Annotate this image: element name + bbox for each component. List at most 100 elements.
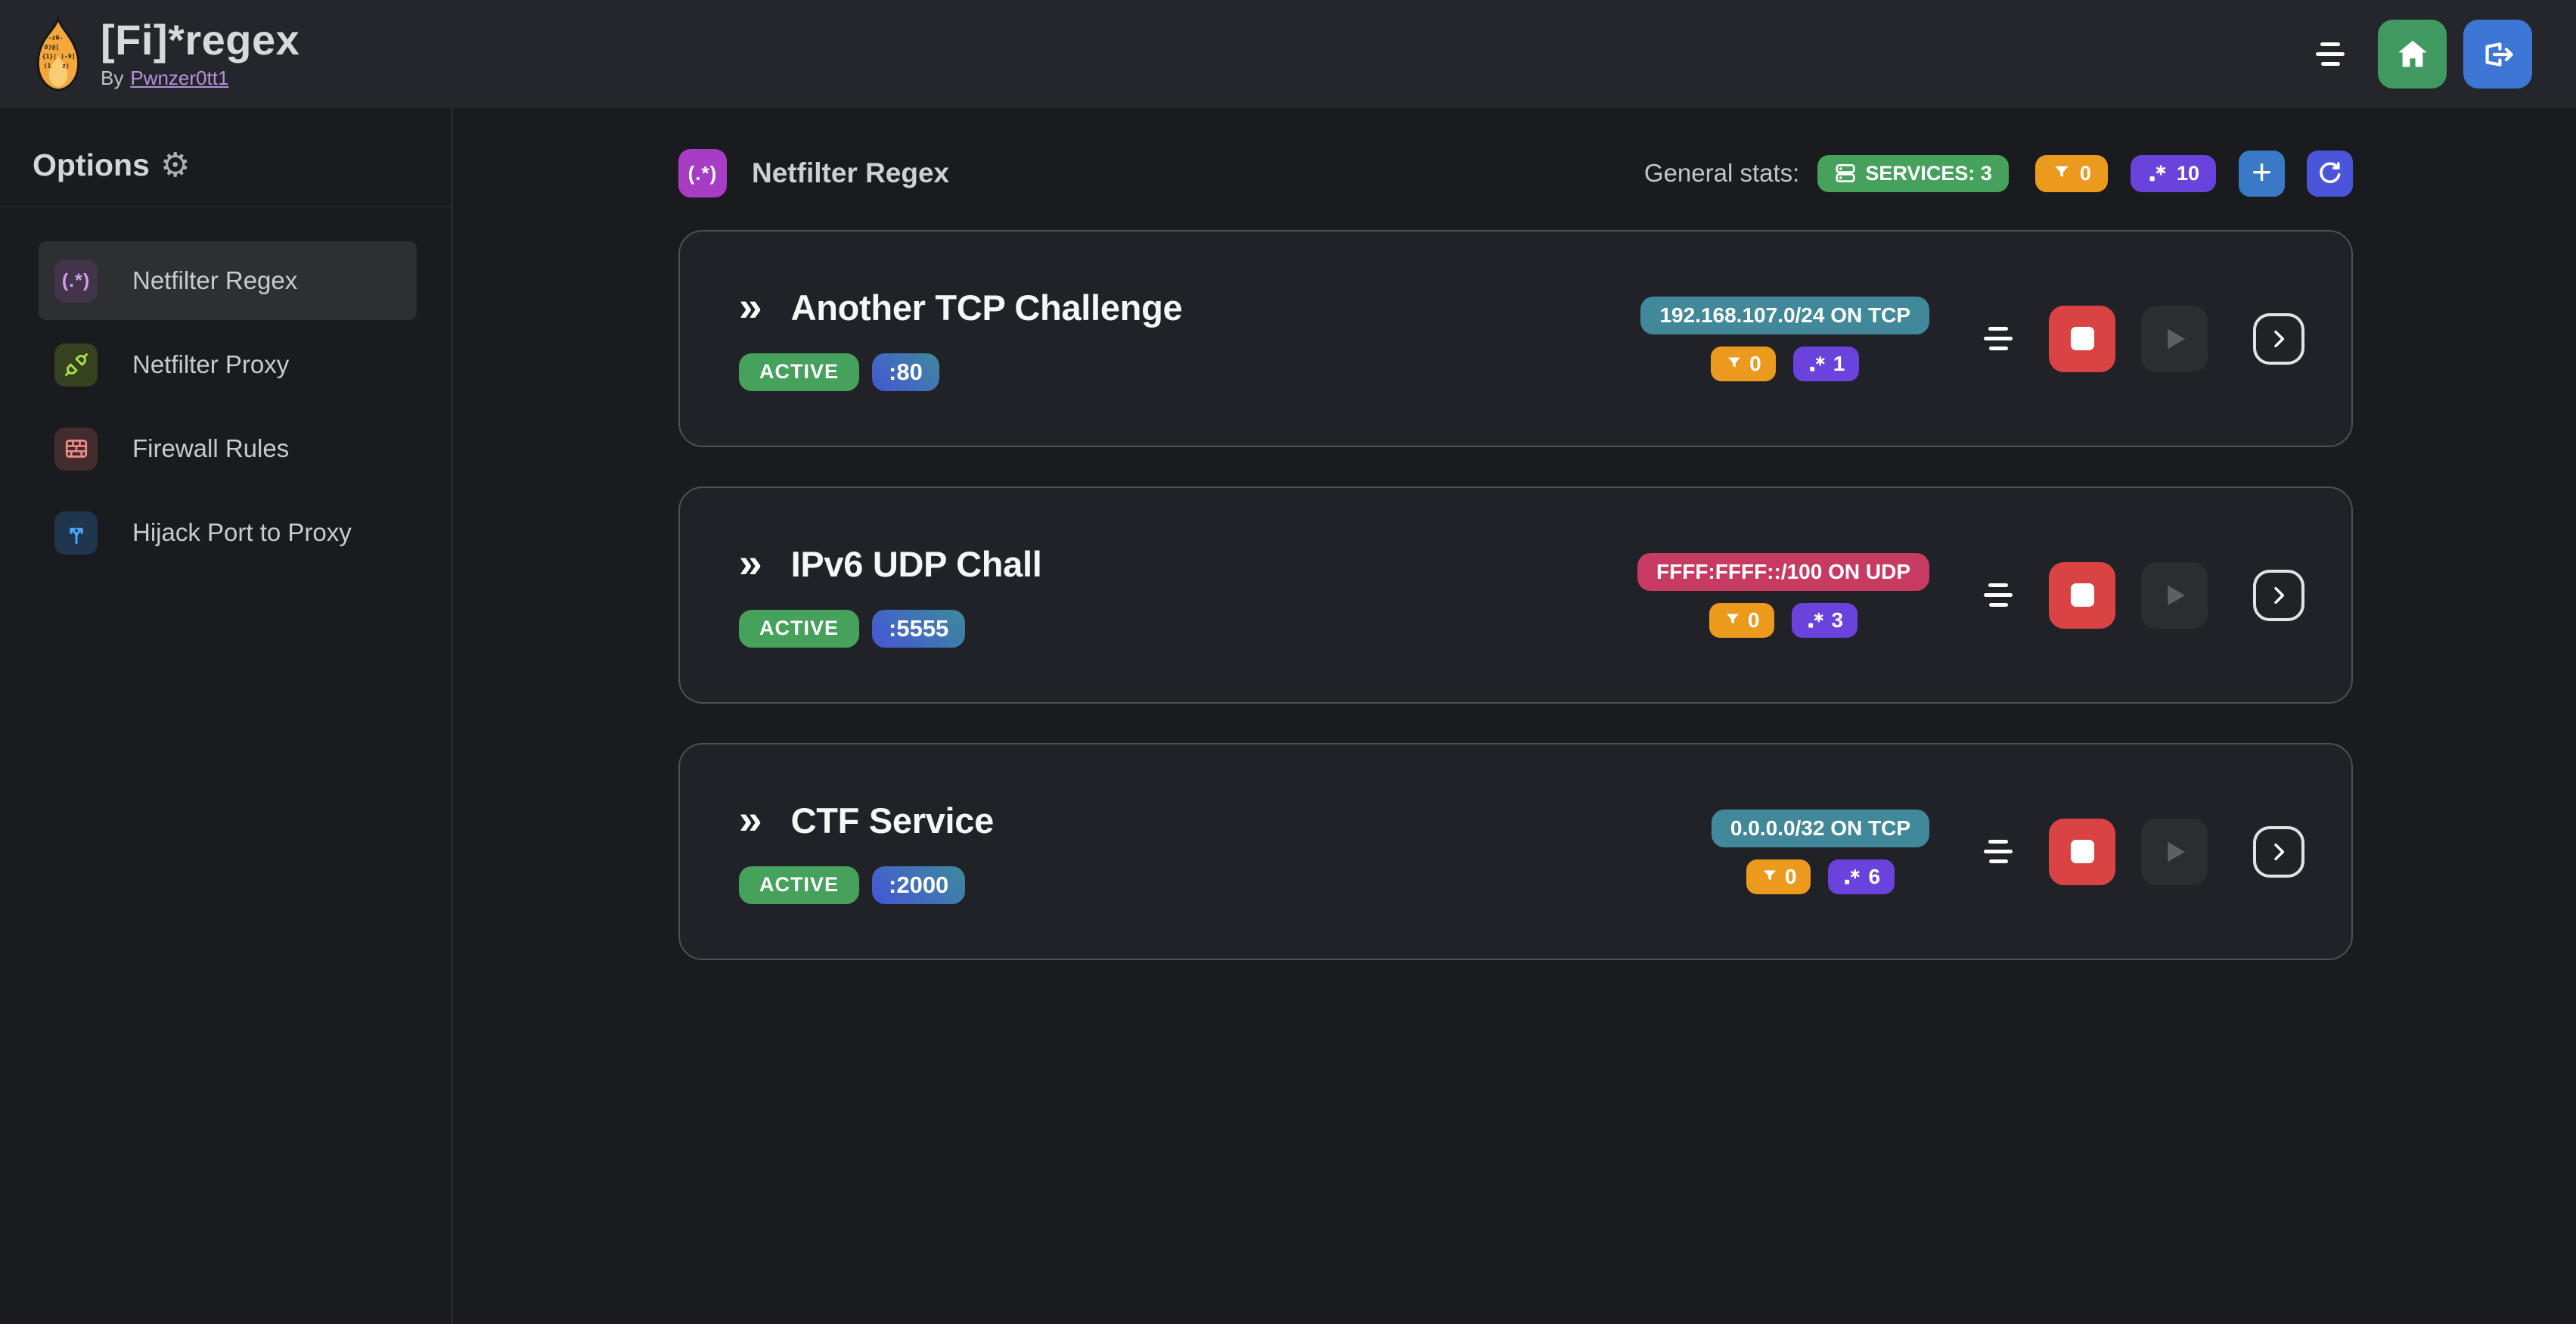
section-title: Netfilter Regex bbox=[752, 157, 950, 188]
sidebar-item-firewall-rules[interactable]: Firewall Rules bbox=[39, 409, 417, 488]
chevron-right-icon bbox=[2274, 330, 2285, 347]
service-name: CTF Service bbox=[790, 800, 995, 841]
service-details-button[interactable] bbox=[2253, 825, 2304, 878]
play-button[interactable] bbox=[2141, 561, 2208, 629]
sidebar-item-netfilter-regex[interactable]: (.*) Netfilter Regex bbox=[39, 241, 417, 320]
regex-glyph-icon bbox=[1808, 612, 1823, 628]
filtered-count-badge: 0 bbox=[2034, 154, 2108, 192]
filter-icon bbox=[1728, 357, 1741, 367]
filter-icon bbox=[2055, 166, 2069, 177]
author-link[interactable]: Pwnzer0tt1 bbox=[130, 67, 229, 90]
home-button[interactable] bbox=[2378, 20, 2447, 89]
status-badge: ACTIVE bbox=[739, 353, 860, 391]
byline: By Pwnzer0tt1 bbox=[101, 67, 299, 90]
stop-icon bbox=[2070, 327, 2094, 350]
refresh-icon bbox=[2319, 162, 2340, 184]
svg-text:(1: (1 bbox=[44, 61, 51, 69]
app-header: -z0- 0)@[ {1}| )-9] (1 z) [Fi]*regex By P… bbox=[0, 0, 2576, 108]
port-badge: :80 bbox=[872, 353, 939, 391]
regex-count-badge: 6 bbox=[1828, 859, 1895, 894]
home-icon bbox=[2398, 40, 2427, 67]
service-list: » Another TCP Challenge ACTIVE :80 192.1… bbox=[678, 230, 2353, 960]
service-name: IPv6 UDP Chall bbox=[790, 543, 1042, 584]
filtered-count-badge: 0 bbox=[1711, 346, 1776, 381]
firegex-flame-logo: -z0- 0)@[ {1}| )-9] (1 z) bbox=[36, 15, 80, 91]
general-stats-label: General stats: bbox=[1643, 159, 1800, 187]
stop-button[interactable] bbox=[2049, 561, 2115, 629]
play-button[interactable] bbox=[2141, 305, 2208, 372]
filter-icon bbox=[1763, 870, 1776, 880]
service-details-button[interactable] bbox=[2253, 569, 2304, 621]
fork-arrows-icon bbox=[54, 511, 98, 555]
sidebar-item-label: Netfilter Proxy bbox=[132, 350, 290, 378]
sidebar: Options ⚙ (.*) Netfilter Regex Netfilter… bbox=[0, 108, 453, 1324]
regex-glyph-icon bbox=[2149, 165, 2166, 182]
stop-button[interactable] bbox=[2049, 818, 2115, 885]
regex-count-badge: 3 bbox=[1791, 602, 1858, 638]
sidebar-item-label: Netfilter Regex bbox=[132, 266, 298, 294]
svg-text:)-9]: )-9] bbox=[61, 52, 76, 60]
svg-text:z): z) bbox=[62, 61, 70, 69]
service-card: » CTF Service ACTIVE :2000 0.0.0.0/32 ON… bbox=[678, 743, 2353, 960]
sidebar-divider bbox=[0, 206, 452, 207]
refresh-button[interactable] bbox=[2307, 150, 2353, 197]
chevrons-icon: » bbox=[739, 539, 762, 587]
app-title: [Fi]*regex bbox=[101, 15, 300, 64]
service-menu-icon[interactable] bbox=[1984, 840, 2013, 863]
chevrons-icon: » bbox=[739, 283, 762, 331]
regex-glyph-icon bbox=[1809, 356, 1825, 371]
filtered-count-badge: 0 bbox=[1746, 859, 1811, 894]
sidebar-item-label: Hijack Port to Proxy bbox=[132, 518, 352, 546]
add-service-button[interactable]: + bbox=[2239, 150, 2285, 197]
byline-prefix: By bbox=[101, 67, 124, 90]
header-menu-icon[interactable] bbox=[2316, 42, 2345, 66]
port-badge: :5555 bbox=[872, 609, 966, 648]
sidebar-nav: (.*) Netfilter Regex Netfilter Proxy bbox=[0, 207, 452, 572]
status-badge: ACTIVE bbox=[739, 609, 860, 648]
play-icon bbox=[2168, 841, 2185, 862]
server-icon bbox=[1836, 164, 1855, 183]
service-menu-icon[interactable] bbox=[1984, 327, 2013, 350]
sidebar-item-hijack-port[interactable]: Hijack Port to Proxy bbox=[39, 493, 417, 572]
gear-icon: ⚙ bbox=[160, 145, 191, 185]
sidebar-item-netfilter-proxy[interactable]: Netfilter Proxy bbox=[39, 325, 417, 404]
regex-count-badge: 1 bbox=[1792, 346, 1860, 381]
stop-button[interactable] bbox=[2049, 305, 2115, 372]
service-details-button[interactable] bbox=[2253, 312, 2304, 365]
logout-icon bbox=[2485, 42, 2513, 67]
chevron-right-icon bbox=[2274, 586, 2285, 604]
port-badge: :2000 bbox=[872, 866, 966, 904]
brand-block: [Fi]*regex By Pwnzer0tt1 bbox=[101, 15, 300, 91]
filtered-count-badge: 0 bbox=[1709, 602, 1774, 638]
chevron-right-icon bbox=[2274, 843, 2285, 860]
logout-button[interactable] bbox=[2463, 20, 2532, 89]
play-button[interactable] bbox=[2141, 818, 2208, 885]
service-name: Another TCP Challenge bbox=[790, 287, 1183, 328]
service-menu-icon[interactable] bbox=[1984, 583, 2013, 607]
regex-icon: (.*) bbox=[54, 259, 98, 303]
svg-text:-z0-: -z0- bbox=[48, 33, 64, 41]
service-card: » IPv6 UDP Chall ACTIVE :5555 FFFF:FFFF:… bbox=[678, 486, 2353, 704]
svg-text:0)@[: 0)@[ bbox=[45, 42, 60, 50]
main-content: (.*) Netfilter Regex General stats: SERV… bbox=[453, 108, 2576, 1324]
regex-count-badge: 10 bbox=[2130, 154, 2216, 192]
section-regex-icon: (.*) bbox=[678, 149, 727, 197]
service-card: » Another TCP Challenge ACTIVE :80 192.1… bbox=[678, 230, 2353, 447]
sidebar-item-label: Firewall Rules bbox=[132, 434, 290, 462]
stop-icon bbox=[2070, 840, 2094, 863]
target-badge: 192.168.107.0/24 ON TCP bbox=[1640, 296, 1929, 334]
status-badge: ACTIVE bbox=[739, 866, 860, 904]
services-count-badge: SERVICES: 3 bbox=[1817, 154, 2009, 192]
sidebar-title: Options bbox=[33, 148, 150, 182]
regex-glyph-icon bbox=[1845, 869, 1860, 884]
target-badge: 0.0.0.0/32 ON TCP bbox=[1711, 809, 1929, 847]
plug-icon bbox=[54, 343, 98, 387]
firewall-icon bbox=[54, 427, 98, 471]
play-icon bbox=[2168, 328, 2185, 349]
target-badge: FFFF:FFFF::/100 ON UDP bbox=[1637, 552, 1929, 591]
svg-text:{1}|: {1}| bbox=[42, 52, 57, 60]
stop-icon bbox=[2070, 583, 2094, 607]
filter-icon bbox=[1726, 614, 1739, 623]
play-icon bbox=[2168, 585, 2185, 605]
chevrons-icon: » bbox=[739, 796, 762, 844]
